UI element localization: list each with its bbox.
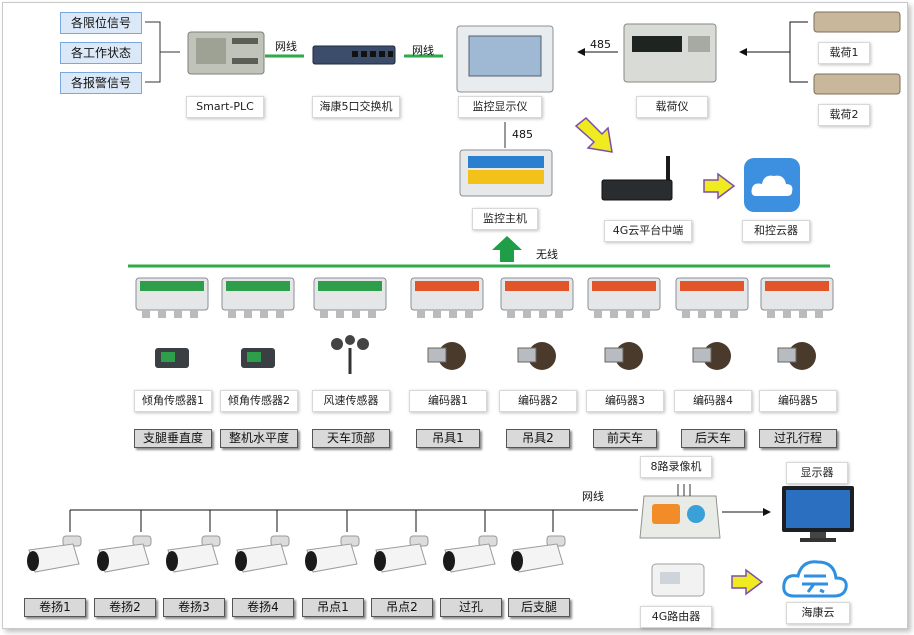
- location-tag-5: 吊具2: [506, 429, 570, 448]
- display-label: 显示器: [786, 462, 848, 484]
- encoder-icon-4: [427, 342, 466, 370]
- rs485-top-label: 485: [590, 38, 611, 51]
- hik-cloud-label: 海康云: [786, 602, 850, 624]
- nvr-label: 8路录像机: [640, 456, 712, 478]
- yellow-arrow-diag: [574, 116, 613, 153]
- location-tag-1: 支腿垂直度: [134, 429, 212, 448]
- sensor-label-4: 编码器1: [409, 390, 487, 412]
- tilt-sensor-icon-1: [155, 348, 189, 368]
- sensor-label-2: 倾角传感器2: [220, 390, 298, 412]
- cloud-relay-label: 4G云平台中端: [604, 220, 692, 242]
- cloud-server-label: 和控云器: [742, 220, 810, 242]
- switch-icon: [312, 45, 396, 65]
- camera-tag-6: 吊点2: [371, 598, 433, 617]
- acquisition-module-1: [135, 277, 209, 318]
- plc-icon: [187, 31, 265, 75]
- wire2-label: 网线: [412, 44, 434, 57]
- signal-alarm: 各报警信号: [60, 72, 142, 94]
- acquisition-module-4: [410, 277, 484, 318]
- rs485-mid-label: 485: [512, 128, 533, 141]
- location-tag-7: 后天车: [681, 429, 745, 448]
- plc-label: Smart-PLC: [186, 96, 264, 118]
- load-meter-icon: [623, 23, 717, 83]
- camera-tag-4: 卷扬4: [232, 598, 294, 617]
- location-tag-3: 天车顶部: [312, 429, 390, 448]
- camera-icon-8: [511, 535, 566, 573]
- router-label: 4G路由器: [640, 606, 712, 628]
- nvr-icon: [639, 484, 721, 539]
- acquisition-module-7: [675, 277, 749, 318]
- camera-tag-7: 过孔: [440, 598, 502, 617]
- display-icon: [782, 486, 854, 542]
- monitor-display-icon: [456, 25, 554, 93]
- location-tag-6: 前天车: [593, 429, 657, 448]
- acquisition-module-2: [221, 277, 295, 318]
- signal-status: 各工作状态: [60, 42, 142, 64]
- location-tag-4: 吊具1: [416, 429, 480, 448]
- location-tag-2: 整机水平度: [220, 429, 298, 448]
- camera-tag-1: 卷扬1: [24, 598, 86, 617]
- tilt-sensor-icon-2: [241, 348, 275, 368]
- cloud-server-icon: [744, 158, 800, 212]
- load2-label: 载荷2: [818, 104, 870, 126]
- sensor-label-7: 编码器4: [674, 390, 752, 412]
- monitor-host-label: 监控主机: [472, 208, 538, 230]
- load-meter-label: 载荷仪: [636, 96, 708, 118]
- wireless-label: 无线: [536, 248, 558, 261]
- camera-tag-2: 卷扬2: [94, 598, 156, 617]
- hik-cloud-icon: [782, 560, 848, 598]
- load1-label: 载荷1: [818, 42, 870, 64]
- sensor-label-8: 编码器5: [759, 390, 837, 412]
- yellow-arrow-right2: [731, 568, 764, 596]
- camera-icon-7: [443, 535, 498, 573]
- camera-tag-5: 吊点1: [302, 598, 364, 617]
- switch-label: 海康5口交换机: [312, 96, 400, 118]
- encoder-icon-6: [604, 342, 643, 370]
- monitor-host-icon: [459, 149, 553, 197]
- wind-sensor-icon-3: [331, 335, 369, 374]
- camera-icon-4: [235, 535, 290, 573]
- sensor-label-1: 倾角传感器1: [134, 390, 212, 412]
- acquisition-module-8: [760, 277, 834, 318]
- load-bracket: [789, 21, 808, 83]
- acquisition-module-6: [587, 277, 661, 318]
- camera-icon-6: [374, 535, 429, 573]
- wire1-label: 网线: [275, 40, 297, 53]
- monitor-display-label: 监控显示仪: [458, 96, 542, 118]
- encoder-icon-8: [777, 342, 816, 370]
- camera-icon-3: [166, 535, 221, 573]
- video-wire-label: 网线: [582, 490, 604, 503]
- signal-limit: 各限位信号: [60, 12, 142, 34]
- camera-icon-5: [305, 535, 360, 573]
- router-icon: [651, 563, 705, 597]
- yellow-arrow-right1: [703, 172, 736, 200]
- acquisition-module-3: [313, 277, 387, 318]
- up-arrow-green: [492, 236, 522, 262]
- acquisition-module-5: [500, 277, 574, 318]
- camera-icon-2: [97, 535, 152, 573]
- encoder-icon-7: [692, 342, 731, 370]
- location-tag-8: 过孔行程: [759, 429, 837, 448]
- encoder-icon-5: [517, 342, 556, 370]
- cloud-relay-icon: [601, 156, 673, 201]
- sensor-label-6: 编码器3: [586, 390, 664, 412]
- sensor-label-3: 风速传感器: [312, 390, 390, 412]
- load-cell2-icon: [813, 73, 901, 95]
- camera-tag-8: 后支腿: [508, 598, 570, 617]
- camera-icon-1: [27, 535, 82, 573]
- camera-tag-3: 卷扬3: [163, 598, 225, 617]
- load-cell1-icon: [813, 11, 901, 33]
- signal-bracket: [145, 21, 180, 83]
- sensor-label-5: 编码器2: [499, 390, 577, 412]
